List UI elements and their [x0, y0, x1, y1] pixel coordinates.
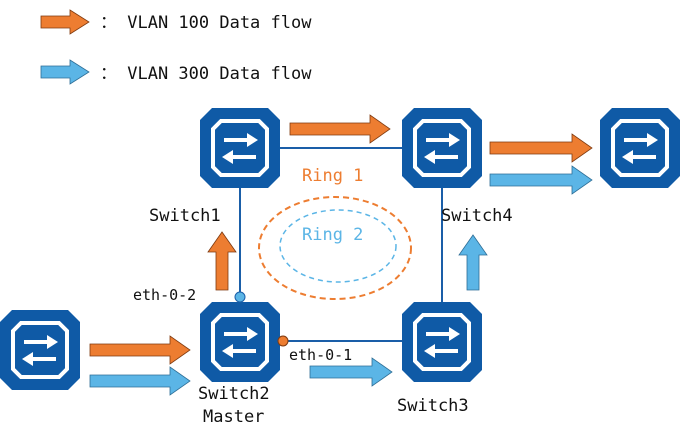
switch1-label: Switch1 — [149, 206, 221, 226]
legend-vlan100-arrow — [40, 9, 90, 35]
switch2-icon — [198, 300, 282, 384]
ring2-ellipse — [279, 209, 397, 283]
external-switch-right-icon — [598, 106, 682, 190]
vlan100-arrow-left-to-switch2 — [89, 335, 191, 365]
switch2-label: Switch2 — [198, 384, 270, 404]
port-eth-0-1-dot — [277, 335, 289, 347]
vlan300-arrow-left-to-switch2 — [89, 366, 191, 396]
switch4-icon — [400, 106, 484, 190]
switch3-label: Switch3 — [397, 396, 469, 416]
ring1-label: Ring 1 — [302, 166, 363, 186]
legend-vlan100-text: ： VLAN 100 Data flow — [100, 13, 312, 33]
data-flow-arrows — [89, 114, 593, 396]
switch1-icon — [198, 106, 282, 190]
switch4-label: Switch4 — [441, 206, 513, 226]
switch3-icon — [400, 300, 484, 384]
port-eth-0-1-label: eth-0-1 — [289, 346, 352, 364]
vlan300-arrow-switch2-to-switch3 — [309, 357, 393, 387]
vlan100-arrow-switch1-to-switch4 — [289, 114, 391, 144]
legend-vlan300-text: ： VLAN 300 Data flow — [100, 64, 312, 84]
links — [239, 147, 443, 342]
port-eth-0-2-dot — [234, 291, 246, 303]
vlan100-arrow-switch2-to-switch1 — [207, 231, 237, 291]
legend-vlan300-arrow — [40, 59, 90, 85]
switch2-role-label: Master — [203, 407, 264, 427]
ring2-label: Ring 2 — [302, 225, 363, 245]
ring1-ellipse — [258, 196, 412, 300]
vlan100-arrow-switch4-to-right — [489, 133, 593, 163]
vlan300-arrow-switch3-to-switch4 — [458, 234, 488, 291]
port-eth-0-2-label: eth-0-2 — [133, 286, 196, 304]
legend: ： VLAN 100 Data flow ： VLAN 300 Data flo… — [40, 9, 312, 85]
vlan300-arrow-switch4-to-right — [489, 165, 593, 195]
external-switch-left-icon — [0, 308, 82, 392]
